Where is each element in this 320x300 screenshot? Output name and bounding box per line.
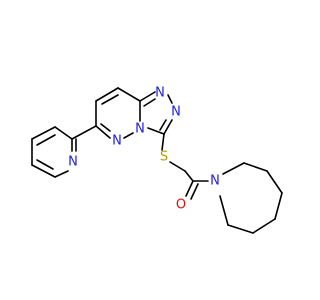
molecule-structure-figure: N N N N N S O N xyxy=(31,85,283,234)
bond-triazole-4 xyxy=(147,127,165,135)
atom-n-pyridine: N xyxy=(68,155,78,170)
bond-s-ch2 xyxy=(169,161,186,172)
bond-azepane-4 xyxy=(274,192,283,220)
atom-o-carbonyl: O xyxy=(176,198,186,213)
atom-n-pyridazine: N xyxy=(112,134,122,149)
bonds xyxy=(31,87,283,234)
bond-triazole-1b xyxy=(143,98,156,107)
atom-n-triazole-top: N xyxy=(155,86,165,101)
bond-azepane-2 xyxy=(243,162,268,172)
bond-carbonyl-o-1 xyxy=(185,180,194,197)
bond-c3-s xyxy=(161,133,165,151)
bond-pyridazine-5 xyxy=(123,132,134,139)
bond-pyridine-4 xyxy=(54,170,69,178)
bond-pyridine-2 xyxy=(54,126,73,140)
bond-triazole-1 xyxy=(139,91,156,102)
bond-triazole-2 xyxy=(167,94,173,104)
bond-azepane-5 xyxy=(252,218,276,234)
atom-n-azepane: N xyxy=(210,174,220,189)
bond-triazole-3 xyxy=(163,119,173,135)
atom-s-thioether: S xyxy=(160,150,168,165)
atom-n-bridge: N xyxy=(135,122,145,137)
bond-pyridine-1 xyxy=(31,126,56,140)
atom-labels: N N N N N S O N xyxy=(68,86,220,213)
bond-pyridazine-6 xyxy=(95,125,111,139)
bond-pyridazine-6b xyxy=(100,123,111,132)
bond-triazole-3b xyxy=(159,119,167,131)
atom-n-triazole-right: N xyxy=(171,105,181,120)
bond-pyridazine-3 xyxy=(117,87,141,102)
bond-azepane-3 xyxy=(266,170,283,194)
bond-pyridine-5 xyxy=(31,164,56,178)
bond-pyridine-5b xyxy=(36,159,54,170)
bond-pyridazine-2 xyxy=(95,87,119,102)
bond-carbonyl-o-2 xyxy=(190,183,199,200)
molecule-drawing: N N N N N S O N xyxy=(31,86,283,234)
bond-pyridazine-2b xyxy=(101,94,119,105)
bond-pyridine-1b xyxy=(36,134,56,146)
bond-pyridine-pyridazine xyxy=(71,125,97,140)
bond-azepane-7 xyxy=(219,195,229,226)
bond-azepane-6 xyxy=(227,224,254,234)
bond-ch2-carbonyl xyxy=(184,170,194,182)
bond-azepane-1 xyxy=(222,162,245,175)
